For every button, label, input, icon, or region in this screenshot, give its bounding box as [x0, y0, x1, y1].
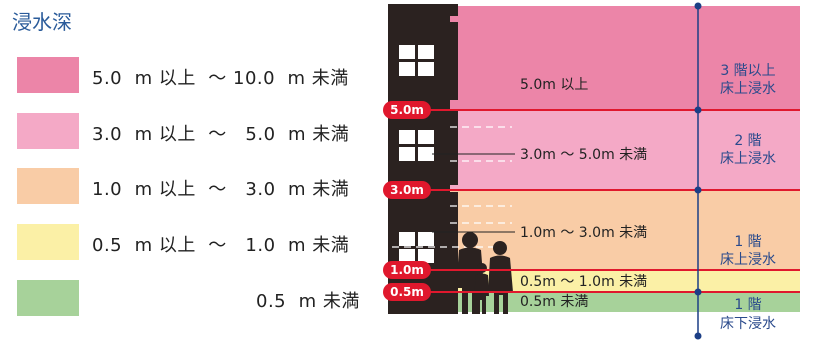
legend-label-5m-10m: 5.0 m 以上 ～ 10.0 m 未満 [92, 68, 349, 89]
legend-swatch-3m-5m [17, 113, 79, 149]
zone-label-1m-3m: 1.0m ～ 3.0m 未満 [520, 225, 647, 241]
floor-label-2f-line2: 床上浸水 [720, 151, 776, 167]
legend-swatch-0-5m-1m [17, 224, 79, 260]
legend-swatch-1m-3m [17, 168, 79, 204]
floor-label-3f-line2: 床上浸水 [720, 81, 776, 97]
legend-label-0-5m-1m: 0.5 m 以上 ～ 1.0 m 未満 [92, 235, 350, 256]
zone-label-over-5m: 5.0m 以上 [520, 77, 588, 93]
floor-label-2f-line1: 2 階 [734, 133, 761, 149]
level-tag-1m-text: 1.0m [390, 263, 424, 277]
zone-label-0-5m-1m: 0.5m ～ 1.0m 未満 [520, 274, 647, 290]
level-tag-0-5m: 0.5m [383, 283, 431, 301]
level-tag-5m-text: 5.0m [390, 103, 424, 117]
legend-label-1m-3m: 1.0 m 以上 ～ 3.0 m 未満 [92, 179, 350, 200]
zone-label-under-0-5m: 0.5m 未満 [520, 294, 588, 310]
floor-divider [694, 2, 702, 340]
zone-3m-5m [445, 110, 800, 190]
level-tag-5m: 5.0m [383, 101, 431, 119]
zone-0-5m-1m [445, 270, 800, 292]
building-silhouette [388, 4, 512, 314]
level-tag-0-5m-text: 0.5m [390, 285, 424, 299]
floor-label-1f-below-line1: 1 階 [734, 297, 761, 313]
legend-swatch-5m-10m [17, 57, 79, 93]
floor-label-1f-below-line2: 床下浸水 [720, 316, 776, 332]
legend-title: 浸水深 [12, 10, 72, 34]
floor-label-1f-above-line1: 1 階 [734, 234, 761, 250]
level-tag-1m: 1.0m [383, 261, 431, 279]
legend-swatch-under-0-5m [17, 280, 79, 316]
zone-over-5m [445, 6, 800, 110]
zone-under-0-5m [445, 292, 800, 312]
level-tag-3m: 3.0m [383, 181, 431, 199]
floor-label-1f-above-line2: 床上浸水 [720, 252, 776, 268]
legend-label-3m-5m: 3.0 m 以上 ～ 5.0 m 未満 [92, 124, 350, 145]
leader-lines [432, 153, 515, 233]
level-tag-3m-text: 3.0m [390, 183, 424, 197]
zone-label-3m-5m: 3.0m ～ 5.0m 未満 [520, 147, 647, 163]
legend-label-under-0-5m: 0.5 m 未満 [256, 291, 360, 312]
floor-label-3f-line1: 3 階以上 [720, 63, 775, 79]
